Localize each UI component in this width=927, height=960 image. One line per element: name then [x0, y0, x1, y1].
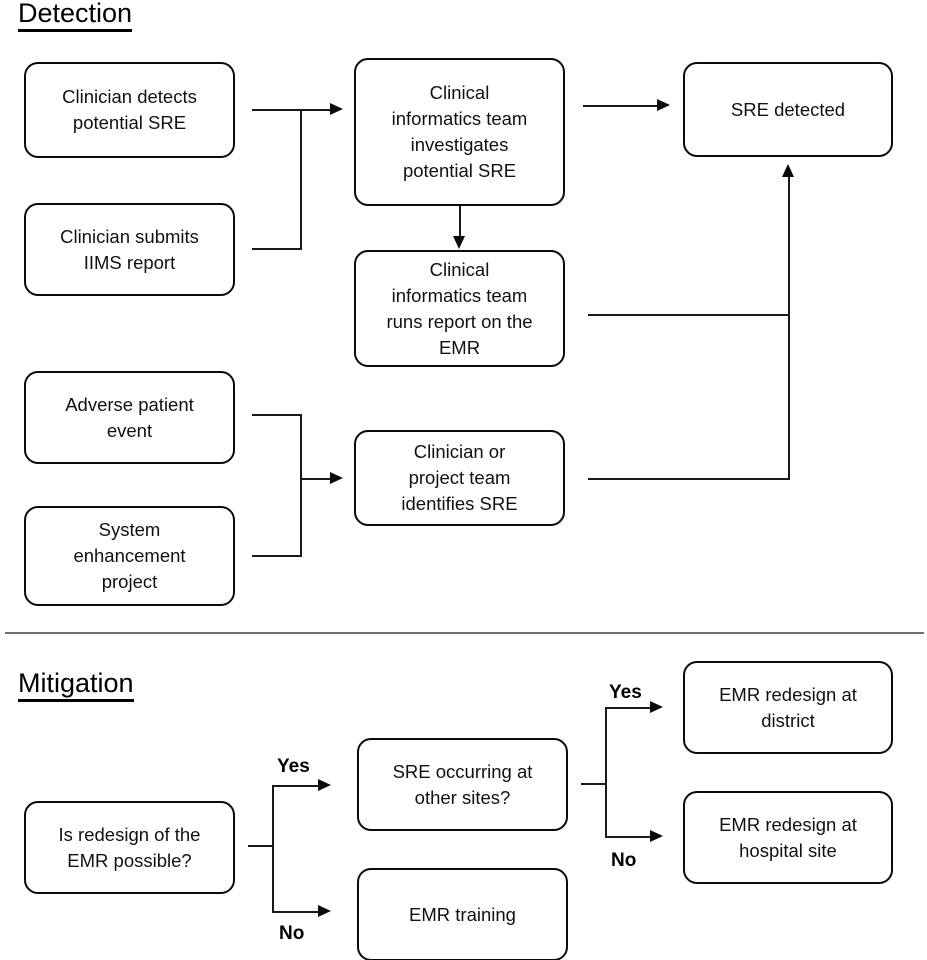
node-team-runs-report[interactable]: Clinical informatics team runs report on…: [354, 250, 565, 367]
arrowhead-branch2-no-icon: [650, 830, 663, 842]
connector-branch1-yes: [272, 785, 320, 787]
connector-investigates-to-runs-report: [459, 206, 461, 239]
connector-other-sites-stub: [581, 783, 607, 785]
section-title-detection-text: Detection: [18, 0, 133, 32]
node-sre-other-sites[interactable]: SRE occurring at other sites?: [357, 738, 568, 831]
connector-identifies-sre-to-riser: [588, 478, 790, 480]
connector-investigates-to-sre-detected: [583, 105, 660, 107]
connector-submits-to-merge: [252, 248, 302, 250]
connector-detects-to-merge: [252, 109, 302, 111]
node-team-investigates[interactable]: Clinical informatics team investigates p…: [354, 58, 565, 206]
node-emr-training[interactable]: EMR training: [357, 868, 568, 960]
node-adverse-patient-event[interactable]: Adverse patient event: [24, 371, 235, 464]
arrowhead-to-sre-detected-icon: [657, 99, 670, 111]
connector-branch1-no: [272, 911, 320, 913]
node-system-enhancement-project[interactable]: System enhancement project: [24, 506, 235, 606]
arrowhead-to-investigates-icon: [330, 103, 343, 115]
arrowhead-branch2-yes-icon: [650, 701, 663, 713]
connector-riser-to-sre-detected: [788, 176, 790, 479]
edge-label-branch1-no: No: [279, 923, 305, 944]
node-clinician-detects[interactable]: Clinician detects potential SRE: [24, 62, 235, 158]
node-redesign-possible[interactable]: Is redesign of the EMR possible?: [24, 801, 235, 894]
connector-branch2-no: [605, 836, 652, 838]
node-redesign-hospital[interactable]: EMR redesign at hospital site: [683, 791, 893, 884]
connector-redesign-stub: [248, 845, 274, 847]
connector-branch1-vertical: [272, 785, 274, 913]
connector-branch2-vertical: [605, 707, 607, 837]
edge-label-branch2-no: No: [611, 850, 637, 871]
node-clinician-submits[interactable]: Clinician submits IIMS report: [24, 203, 235, 296]
arrowhead-to-identifies-sre-icon: [330, 472, 343, 484]
connector-branch2-yes: [605, 707, 652, 709]
node-sre-detected[interactable]: SRE detected: [683, 62, 893, 157]
connector-enhancement-to-merge: [252, 555, 302, 557]
connector-runs-report-to-riser: [588, 314, 790, 316]
arrowhead-branch1-yes-icon: [318, 779, 331, 791]
node-redesign-district[interactable]: EMR redesign at district: [683, 661, 893, 754]
section-title-detection: Detection: [18, 0, 133, 32]
connector-merge-vertical-bottom: [300, 414, 302, 556]
connector-merge-vertical-top: [300, 109, 302, 249]
node-identifies-sre[interactable]: Clinician or project team identifies SRE: [354, 430, 565, 526]
edge-label-branch2-yes: Yes: [609, 682, 642, 703]
edge-label-branch1-yes: Yes: [277, 756, 310, 777]
arrowhead-up-to-sre-detected-icon: [782, 164, 794, 177]
connector-merge-to-identifies-sre: [300, 478, 333, 480]
section-divider: [5, 632, 924, 634]
connector-merge-to-investigates: [300, 109, 333, 111]
arrowhead-branch1-no-icon: [318, 905, 331, 917]
section-title-mitigation-text: Mitigation: [18, 668, 134, 702]
arrowhead-to-runs-report-icon: [452, 236, 465, 249]
connector-adverse-to-merge: [252, 414, 302, 416]
section-title-mitigation: Mitigation: [18, 668, 134, 702]
